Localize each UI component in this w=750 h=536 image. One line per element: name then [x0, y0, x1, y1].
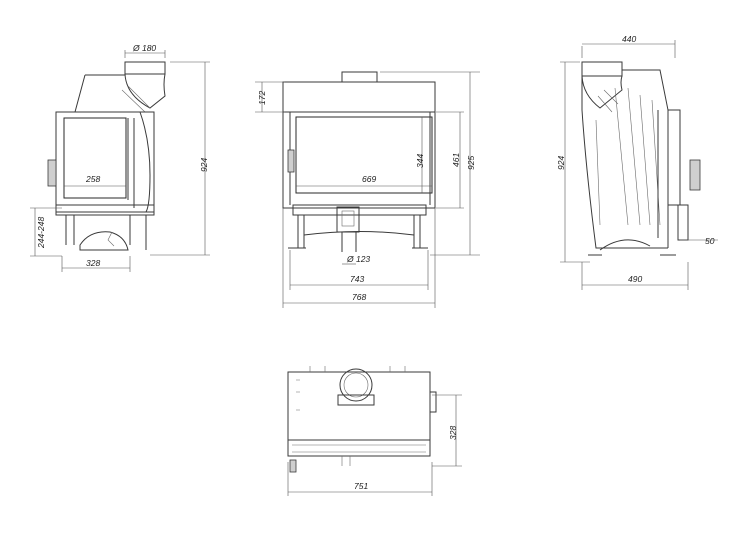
- side-panel-curve: [139, 111, 151, 213]
- right-base-arch: [599, 239, 651, 251]
- right-door-edge: [667, 109, 681, 206]
- dim-top-width: 751: [354, 481, 368, 491]
- front-view: 172 925 461 344 669 Ø 123 743 768: [255, 71, 480, 308]
- ash-tray-break: [107, 231, 115, 247]
- front-latch: [287, 149, 295, 173]
- dim-depth: 328: [86, 258, 100, 268]
- dim-inner-width: 743: [350, 274, 364, 284]
- flue-bracket: [337, 394, 375, 406]
- right-door-handle: [689, 159, 701, 191]
- dim-height: 924: [199, 158, 209, 172]
- flue-ring-inner: [343, 372, 369, 398]
- dim-leg-range: 244-248: [36, 217, 46, 249]
- top-hood: [282, 81, 436, 113]
- right-front-outline: [581, 76, 668, 249]
- top-view: 328 751: [287, 366, 462, 496]
- dim-total-width: 768: [352, 292, 366, 302]
- top-outline: [287, 371, 431, 457]
- dim-opening-height: 344: [415, 154, 425, 168]
- dim-air-inlet: Ø 123: [346, 254, 370, 264]
- right-side-view: 440 924 50 490: [556, 34, 718, 290]
- legs: [65, 215, 147, 250]
- dim-total-height: 925: [466, 156, 476, 170]
- flue-ring-outer: [339, 368, 373, 402]
- front-base-arch: [303, 231, 415, 236]
- hood-outline: [74, 74, 150, 113]
- air-inlet: [341, 232, 357, 252]
- base-frame: [55, 204, 155, 216]
- flue-top: [341, 71, 378, 83]
- front-legs: [297, 215, 421, 248]
- dim-right-offset: 50: [705, 236, 715, 246]
- door-glass: [63, 117, 127, 199]
- top-side-bracket: [429, 391, 437, 413]
- ash-tray: [79, 231, 129, 251]
- top-handle: [289, 459, 297, 473]
- dim-glass-width: 669: [362, 174, 376, 184]
- dim-right-height: 924: [556, 156, 566, 170]
- right-flue-collar: [581, 61, 623, 77]
- door-handle: [47, 159, 57, 187]
- right-convection-fins: [614, 87, 661, 226]
- top-bolts: [309, 366, 406, 372]
- dim-glass-height: 461: [451, 153, 461, 167]
- dim-right-depth: 490: [628, 274, 642, 284]
- dim-top-depth: 328: [448, 426, 458, 440]
- flue-collar: [124, 61, 166, 75]
- door-frame: [127, 118, 135, 208]
- dim-top-height: 172: [257, 91, 267, 105]
- right-flue-vent: [597, 89, 619, 113]
- dim-door-width: 258: [85, 174, 100, 184]
- hood-vent: [121, 85, 151, 113]
- right-flue-elbow: [581, 75, 623, 109]
- front-glass: [295, 116, 433, 194]
- dim-right-top-depth: 440: [622, 34, 636, 44]
- left-side-view: Ø 180 924 258 244-248 328: [30, 43, 210, 272]
- right-ash-door: [677, 204, 689, 241]
- dim-flue-diameter: Ø 180: [132, 43, 156, 53]
